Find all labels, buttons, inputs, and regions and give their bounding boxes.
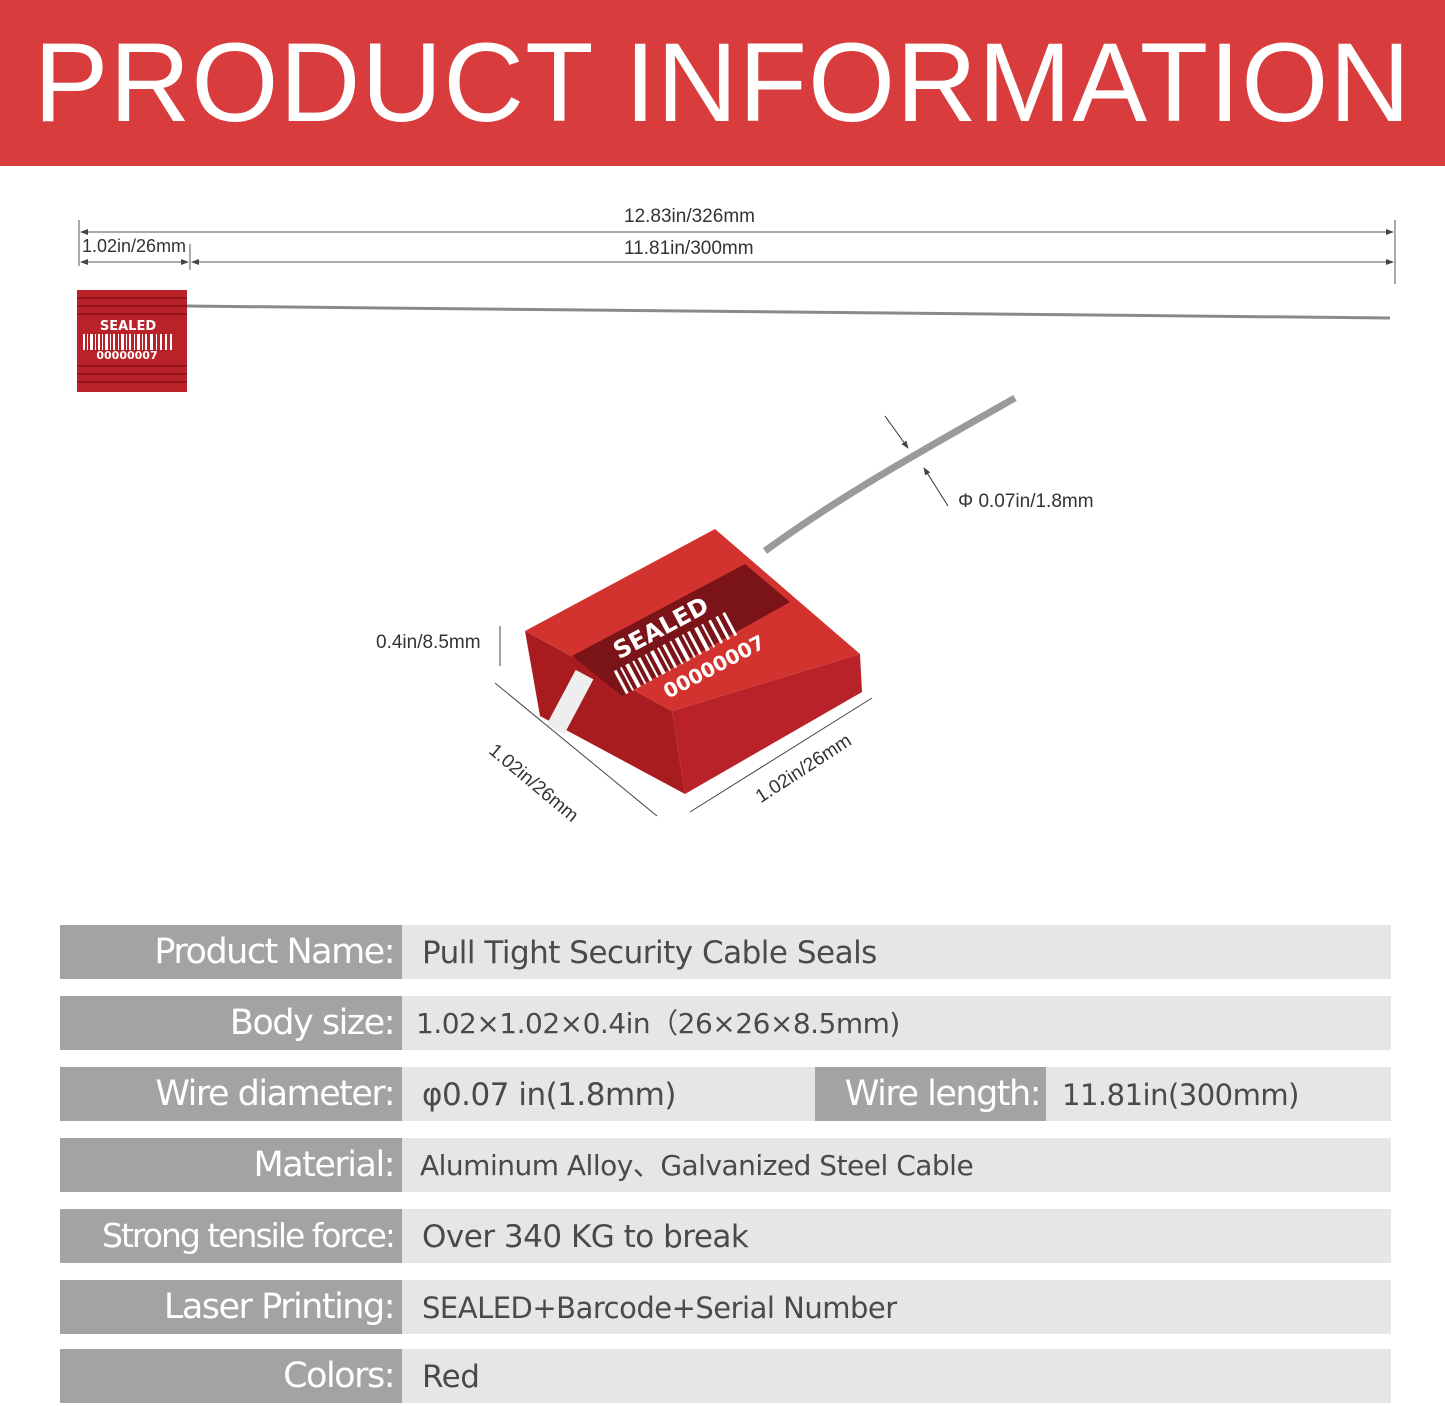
- dim-wire-length: 11.81in/300mm: [624, 238, 754, 259]
- spec-value-wire-length: 11.81in(300mm): [1062, 1078, 1299, 1112]
- spec-label: Material:: [60, 1138, 402, 1192]
- dim-wire-diameter: Φ 0.07in/1.8mm: [958, 491, 1094, 512]
- spec-label: Laser Printing:: [60, 1280, 402, 1334]
- spec-label: Product Name:: [60, 925, 402, 979]
- spec-value: Red: [422, 1359, 480, 1395]
- page-title: PRODUCT INFORMATION: [33, 20, 1412, 145]
- spec-value: 1.02×1.02×0.4in（26×26×8.5mm): [416, 1007, 900, 1040]
- seal-perspective-view: SEALED 00000007: [494, 394, 1017, 817]
- spec-row-colors: Colors: Red: [60, 1349, 1391, 1403]
- header-banner: PRODUCT INFORMATION: [0, 0, 1445, 166]
- spec-label: Wire diameter:: [60, 1067, 402, 1121]
- dim-body-length: 1.02in/26mm: [82, 236, 187, 256]
- dim-height: 0.4in/8.5mm: [376, 632, 481, 653]
- dimension-lines: [78, 220, 1396, 284]
- spec-label: Colors:: [60, 1349, 402, 1403]
- spec-row-tensile: Strong tensile force: Over 340 KG to bre…: [60, 1209, 1391, 1263]
- dim-total-length: 12.83in/326mm: [624, 206, 755, 227]
- spec-row-wire: Wire diameter: φ0.07 in(1.8mm) Wire leng…: [60, 1067, 1391, 1121]
- spec-row-laser-printing: Laser Printing: SEALED+Barcode+Serial Nu…: [60, 1280, 1391, 1334]
- spec-row-material: Material: Aluminum Alloy、Galvanized Stee…: [60, 1138, 1391, 1192]
- seal-serial: 00000007: [96, 349, 157, 362]
- spec-value: Aluminum Alloy、Galvanized Steel Cable: [420, 1149, 974, 1182]
- spec-row-product-name: Product Name: Pull Tight Security Cable …: [60, 925, 1391, 979]
- spec-label-wire-length: Wire length:: [815, 1067, 1046, 1121]
- spec-value: SEALED+Barcode+Serial Number: [422, 1291, 897, 1325]
- spec-value: Pull Tight Security Cable Seals: [422, 935, 877, 971]
- spec-label: Body size:: [60, 996, 402, 1050]
- seal-word: SEALED: [100, 319, 156, 334]
- seal-side-view: SEALED 00000007: [77, 290, 1391, 392]
- spec-value: φ0.07 in(1.8mm): [422, 1077, 676, 1113]
- spec-row-body-size: Body size: 1.02×1.02×0.4in（26×26×8.5mm): [60, 996, 1391, 1050]
- spec-label: Strong tensile force:: [60, 1209, 402, 1263]
- spec-value: Over 340 KG to break: [422, 1219, 749, 1255]
- product-illustration: SEALED 00000007 SEALED 00000007: [77, 220, 1396, 817]
